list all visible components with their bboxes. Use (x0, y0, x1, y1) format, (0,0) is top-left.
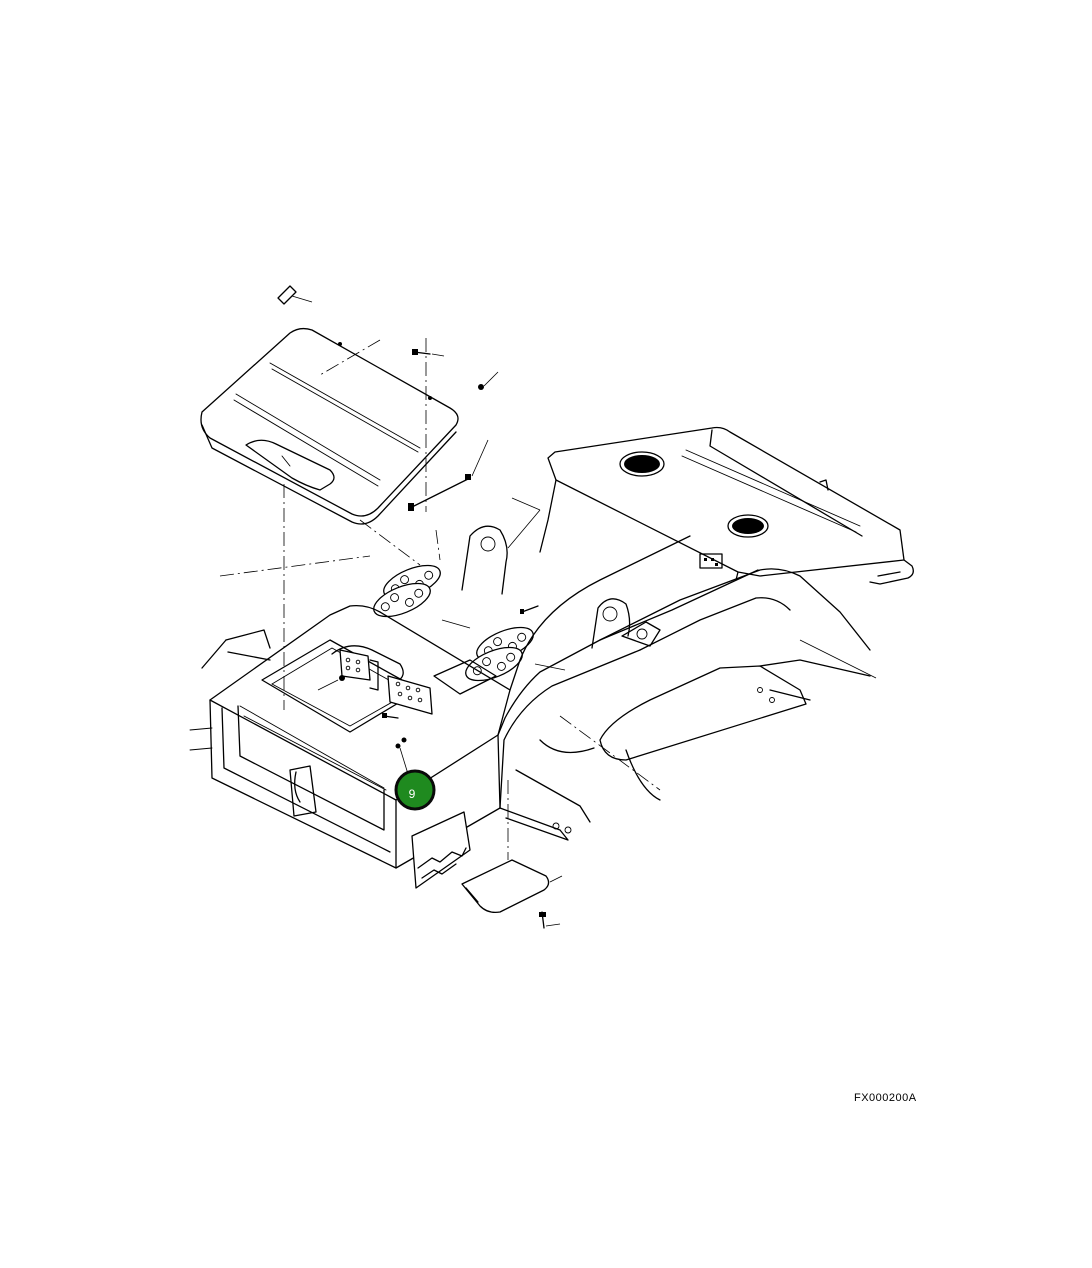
callout-9-circle[interactable] (394, 769, 436, 811)
rear-deck (539, 426, 914, 585)
bottom-cover-plates (411, 811, 563, 929)
mount-brackets (317, 649, 433, 775)
callout-9[interactable]: 9 (394, 769, 436, 811)
cover-fasteners (277, 285, 499, 512)
center-beam (539, 568, 877, 801)
lifting-eyes (461, 497, 631, 649)
top-cover-plate (200, 327, 459, 525)
figure-code: FX000200A (854, 1092, 917, 1104)
main-frame (189, 535, 759, 869)
alignment-centerlines (219, 484, 661, 860)
